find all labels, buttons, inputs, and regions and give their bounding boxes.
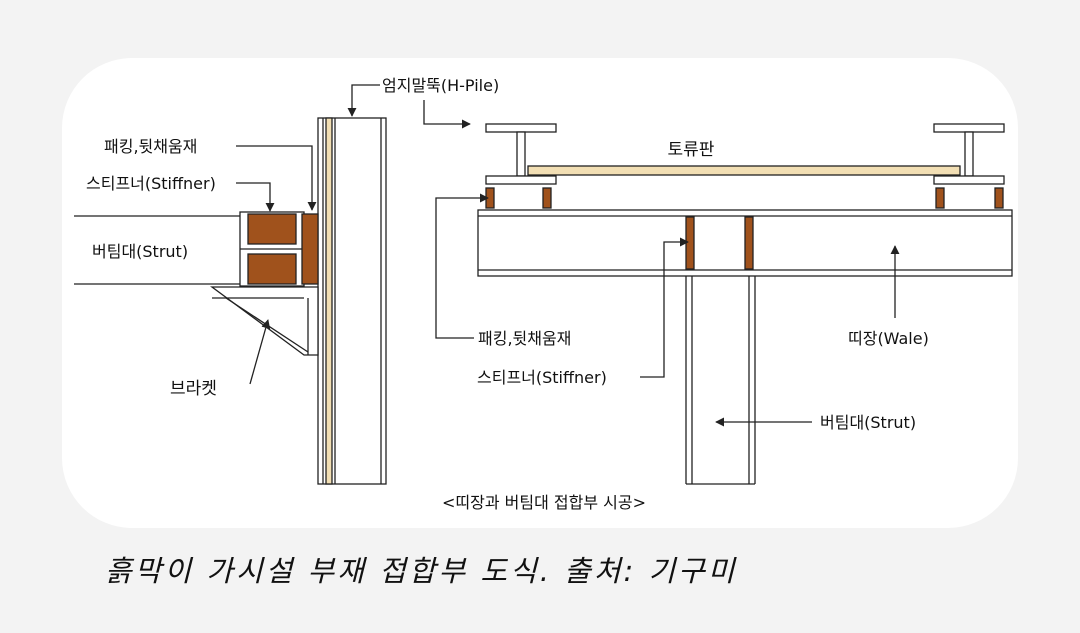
h-pile-plan-left — [485, 123, 557, 185]
label-wale: 띠장(Wale) — [848, 329, 929, 348]
leader-stiffener-right — [640, 237, 689, 378]
h-pile-plan-right — [933, 123, 1005, 185]
label-bracket: 브라켓 — [170, 379, 217, 399]
left-section-view — [74, 117, 387, 485]
label-strut-left: 버팀대(Strut) — [92, 242, 188, 261]
label-stiffener-left: 스티프너(Stiffner) — [86, 174, 216, 193]
leader-stiffener-left — [236, 182, 275, 212]
strut-right — [685, 276, 756, 485]
label-strut-right: 버팀대(Strut) — [820, 413, 916, 432]
figure-subtitle: <띠장과 버팀대 접합부 시공> — [442, 493, 646, 512]
h-pile-left — [317, 117, 387, 485]
leader-packing-left — [236, 145, 317, 211]
label-stiffener-right: 스티프너(Stiffner) — [477, 368, 607, 387]
packing-blocks-left — [247, 213, 319, 285]
label-lagging: 토류판 — [668, 140, 715, 160]
packing-pads-wale — [485, 187, 1004, 209]
leader-bracket — [249, 319, 271, 385]
right-plan-view — [477, 123, 1013, 485]
leader-h-pile-left — [347, 84, 380, 117]
leader-h-pile-right — [423, 100, 471, 129]
lagging-board — [527, 165, 961, 176]
bracket — [210, 286, 319, 356]
figure-caption: 흙막이 가시설 부재 접합부 도식. 출처: 기구미 — [105, 554, 738, 588]
leader-packing-right — [435, 193, 489, 339]
leader-lines — [236, 84, 900, 427]
label-packing-left: 패킹,뒷채움재 — [104, 137, 197, 156]
label-h-pile: 엄지말뚝(H-Pile) — [382, 76, 499, 95]
label-packing-right: 패킹,뒷채움재 — [478, 329, 571, 348]
